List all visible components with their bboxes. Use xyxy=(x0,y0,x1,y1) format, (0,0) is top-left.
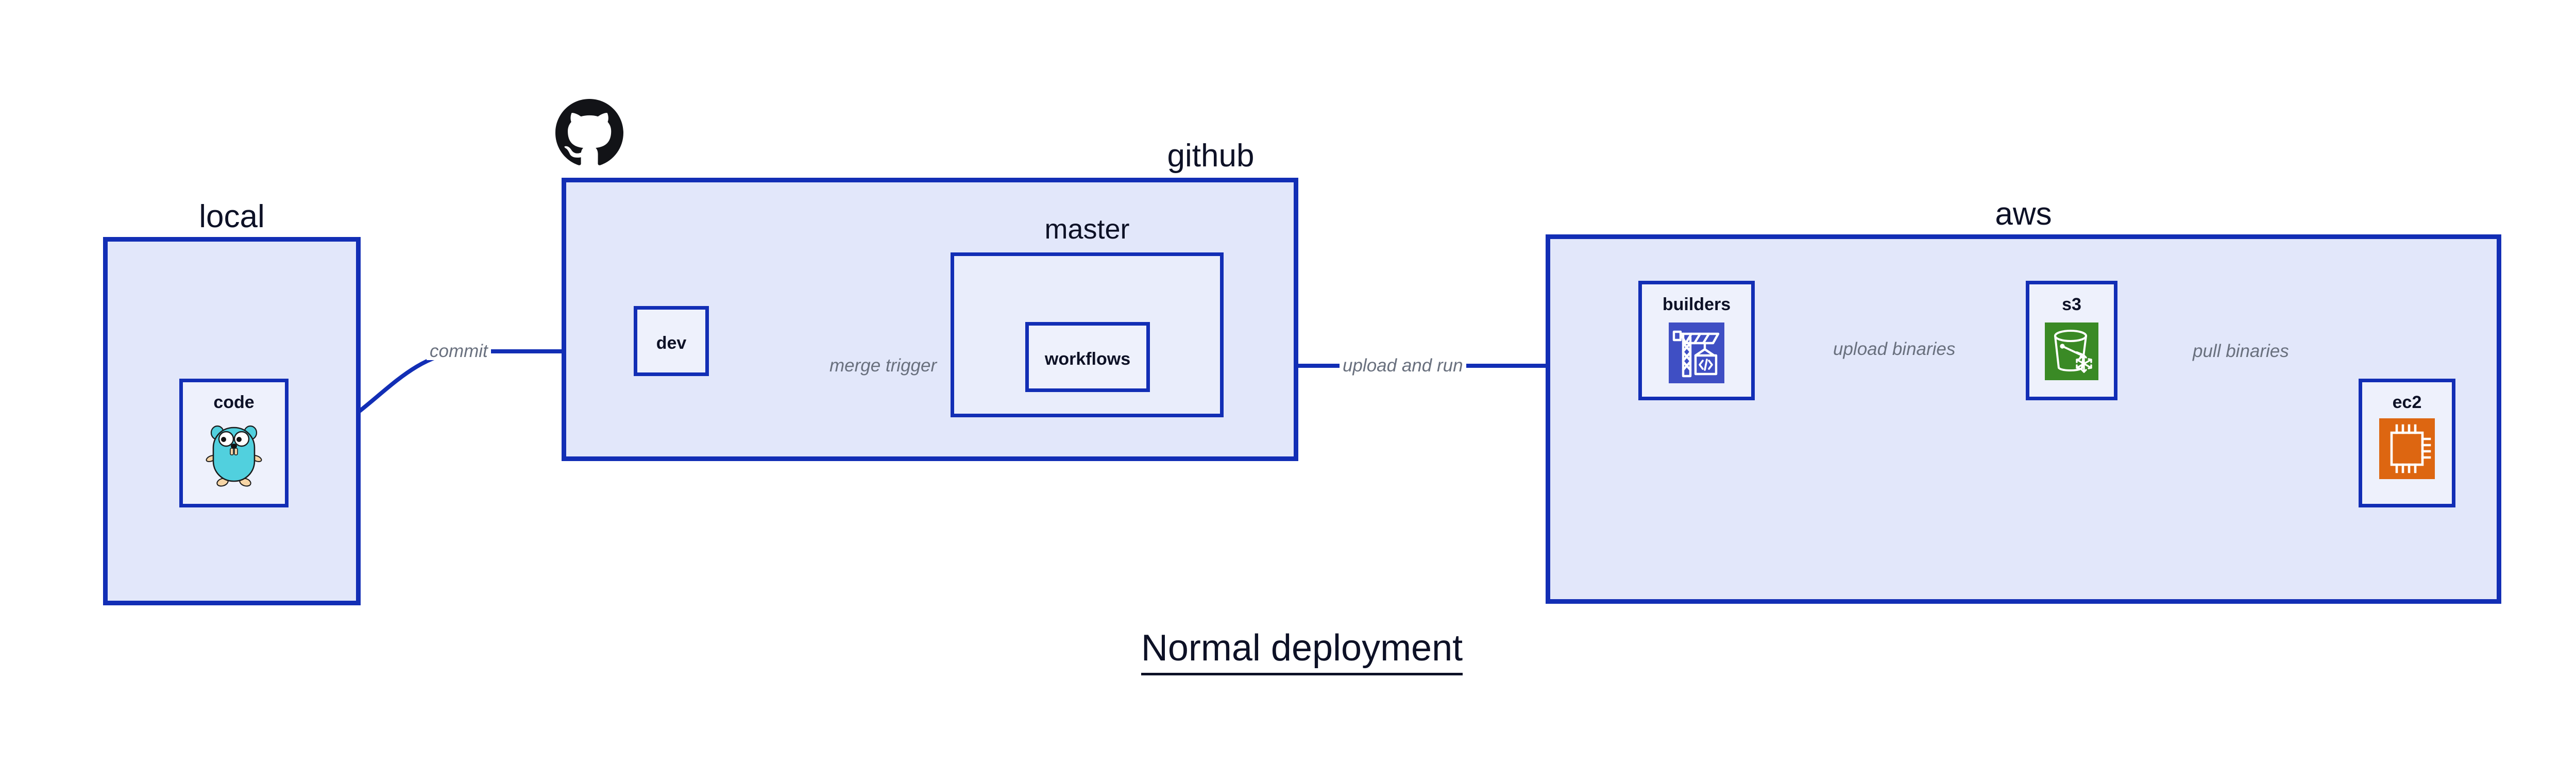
page-title-text: Normal deployment xyxy=(1141,627,1463,675)
edge-label-merge-trigger: merge trigger xyxy=(826,356,940,375)
node-dev-label: dev xyxy=(656,333,687,353)
node-ec2-label: ec2 xyxy=(2392,393,2422,412)
subgroup-label-master: master xyxy=(1044,214,1130,245)
github-octocat-icon xyxy=(555,99,623,167)
group-label-github: github xyxy=(1167,138,1255,174)
node-builders[interactable]: builders xyxy=(1638,281,1755,400)
edge-label-upload-and-run: upload and run xyxy=(1340,356,1466,375)
group-label-aws: aws xyxy=(1995,196,2052,232)
edge-label-commit: commit xyxy=(427,342,491,360)
node-builders-label: builders xyxy=(1662,295,1731,314)
crane-code-icon xyxy=(1669,322,1724,383)
node-workflows-label: workflows xyxy=(1044,349,1131,369)
bucket-snowflake-icon xyxy=(2045,322,2098,380)
node-s3[interactable]: s3 xyxy=(2026,281,2117,400)
edge-label-upload-binaries: upload binaries xyxy=(1830,340,1959,358)
cpu-chip-icon xyxy=(2379,418,2435,479)
node-code[interactable]: code xyxy=(179,379,289,507)
node-code-label: code xyxy=(213,393,255,412)
node-dev[interactable]: dev xyxy=(634,306,709,376)
node-ec2[interactable]: ec2 xyxy=(2359,379,2455,507)
go-gopher-icon xyxy=(205,420,263,487)
node-workflows[interactable]: workflows xyxy=(1025,322,1150,392)
edge-label-pull-binaries: pull binaries xyxy=(2190,342,2292,360)
group-label-local: local xyxy=(199,199,265,234)
node-s3-label: s3 xyxy=(2062,295,2081,314)
page-title: Normal deployment xyxy=(0,627,2576,675)
